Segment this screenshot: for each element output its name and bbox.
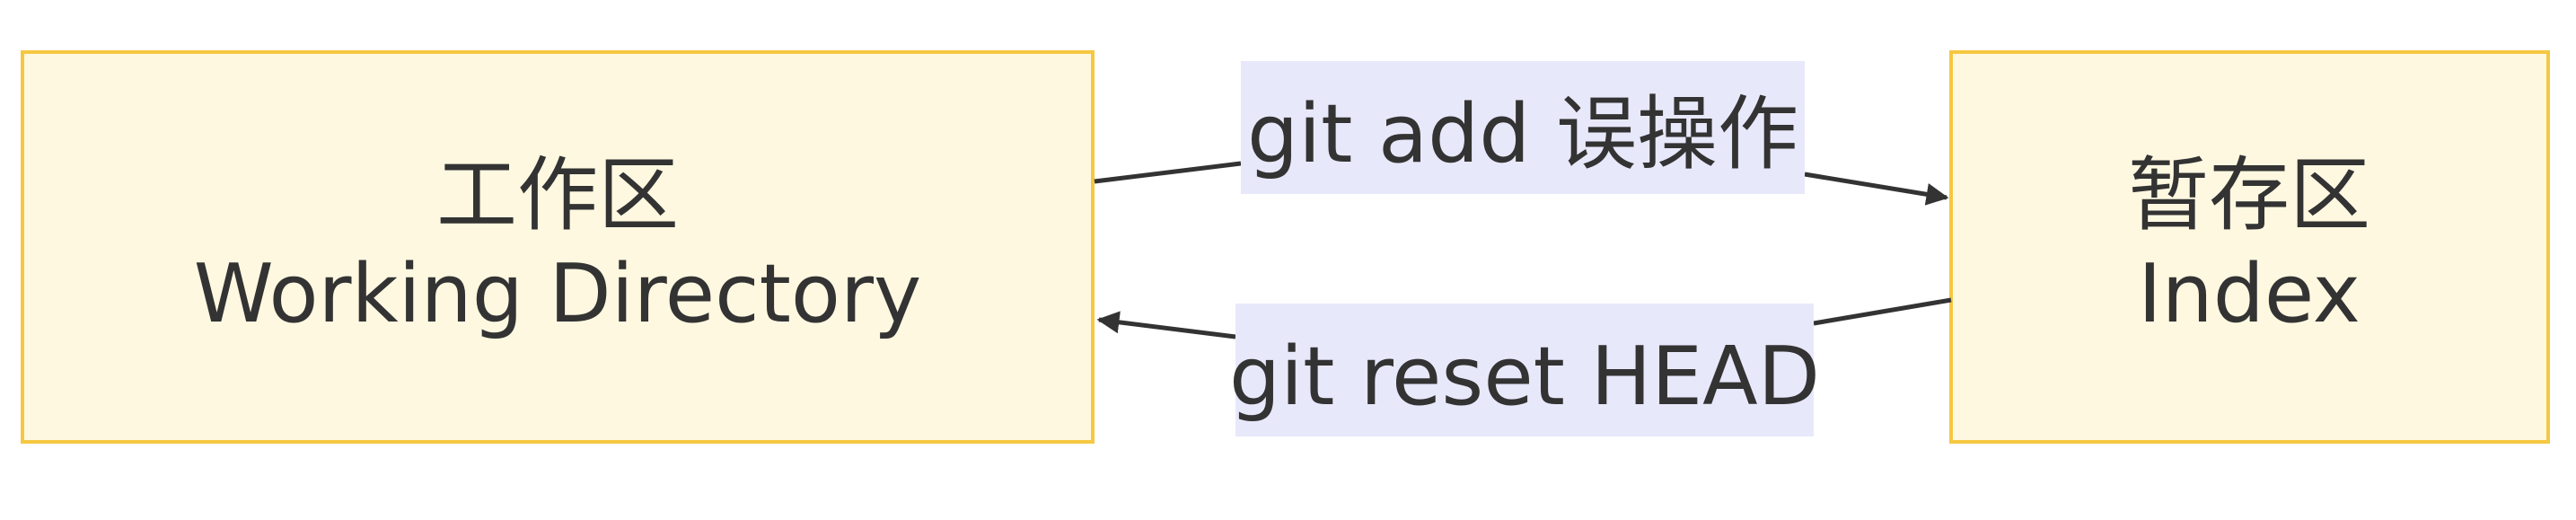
edge-git-reset-arrow bbox=[1096, 311, 1236, 339]
node-index[interactable]: 暂存区 Index bbox=[1949, 50, 2550, 444]
node-working-directory-title-en: Working Directory bbox=[194, 247, 921, 341]
node-index-title-en: Index bbox=[2138, 247, 2361, 341]
node-index-box bbox=[1949, 50, 2550, 444]
edge-git-reset[interactable]: git reset HEAD bbox=[1096, 297, 1952, 436]
node-working-directory[interactable]: 工作区 Working Directory bbox=[21, 50, 1095, 444]
node-working-directory-title-cn: 工作区 bbox=[436, 148, 679, 242]
node-working-directory-box bbox=[21, 50, 1095, 444]
node-index-title-cn: 暂存区 bbox=[2128, 148, 2370, 242]
edge-git-add-label: git add 误操作 bbox=[1247, 87, 1798, 181]
edge-git-reset-label: git reset HEAD bbox=[1229, 330, 1820, 424]
edge-git-reset-label-bg bbox=[1235, 304, 1814, 436]
edge-git-add-arrow bbox=[1804, 172, 1949, 206]
edge-git-reset-line bbox=[1813, 297, 1952, 326]
edge-git-add-line bbox=[1094, 161, 1242, 184]
edge-git-add-label-bg bbox=[1241, 61, 1805, 194]
edge-git-add[interactable]: git add 误操作 bbox=[1094, 61, 1949, 206]
